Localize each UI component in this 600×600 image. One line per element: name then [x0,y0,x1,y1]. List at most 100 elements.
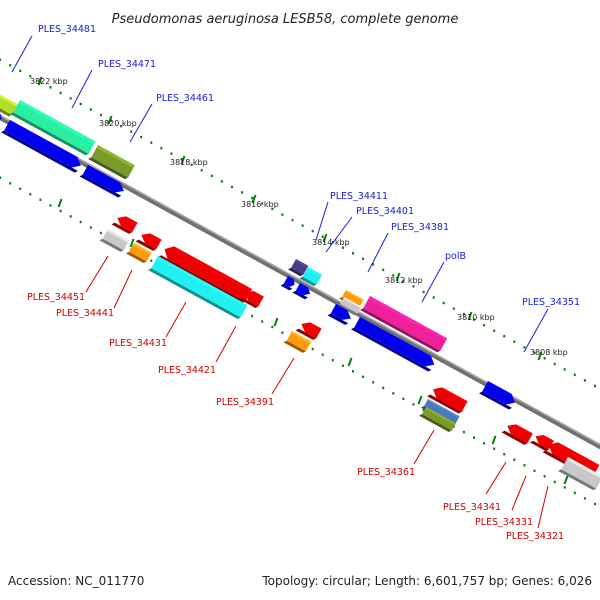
tick-mark [362,257,365,260]
gene-label: PLES_34391 [216,397,274,408]
gene-feature[interactable] [125,242,152,264]
gene-feature[interactable] [336,296,362,316]
gene-feature[interactable] [351,316,437,372]
gene-feature[interactable] [79,164,127,198]
gene-feature[interactable] [99,228,130,253]
tick-mark [59,91,62,95]
gene-feature[interactable] [501,420,533,446]
gene-label: PLES_34381 [391,222,449,233]
tick-mark [442,301,445,305]
tick-mark [382,268,385,272]
tick-mark [281,213,284,216]
tick-mark [69,97,72,100]
major-tick [129,238,135,248]
gene-feature[interactable] [1,119,84,174]
gene-feature[interactable] [88,144,135,180]
gene-feature[interactable] [360,295,448,353]
major-tick [467,311,473,321]
gene-feature[interactable] [111,212,138,235]
tick-mark [69,215,72,218]
map-title: Pseudomonas aeruginosa LESB58, complete … [112,12,459,27]
major-tick [180,155,186,165]
gene-label: PLES_34421 [158,365,216,376]
gene-feature[interactable] [239,287,264,309]
gene-feature[interactable] [292,282,312,300]
gene-label: PLES_34321 [506,531,564,542]
major-tick [417,395,423,405]
major-tick [57,198,63,208]
tick-mark [251,196,254,200]
tick-mark [372,381,375,384]
gene-feature[interactable] [295,318,322,341]
gene-label: PLES_34461 [156,93,214,104]
tick-mark [120,124,123,128]
gene-label: polB [445,251,466,262]
gene-feature[interactable] [287,258,309,277]
tick-mark [392,392,395,395]
tick-mark [352,252,354,255]
major-tick [395,272,401,282]
tick-mark [493,329,496,332]
tick-mark [29,193,32,196]
gene-label: PLES_34401 [356,206,414,217]
gene-label: PLES_34411 [330,191,388,202]
tick-mark [422,408,425,412]
gene-label: PLES_34441 [56,308,114,319]
gene-feature[interactable] [283,330,312,354]
tick-mark [594,384,596,388]
gene-feature[interactable] [479,380,518,410]
tick-mark [523,464,526,467]
gene-feature[interactable] [418,406,456,433]
tick-mark [9,182,12,185]
tick-mark [412,403,415,406]
gene-feature[interactable] [280,275,296,291]
tick-mark [382,386,385,390]
scale-label: 3812 kbp [385,276,423,285]
tick-mark [543,475,546,478]
tick-mark [261,320,264,323]
gene-feature[interactable] [529,431,554,452]
gene-label: PLES_34431 [109,338,167,349]
gene-label: PLES_34471 [98,59,156,70]
gene-feature[interactable] [327,303,354,326]
gene-label: PLES_34331 [475,517,533,528]
gene-feature[interactable] [558,456,600,491]
tick-mark [533,469,536,472]
major-tick [322,233,328,243]
tick-mark [241,191,244,194]
tick-mark [513,340,516,343]
tick-mark [483,324,486,327]
tick-mark [553,480,556,484]
tick-mark [130,130,133,133]
tick-mark [49,86,52,89]
major-tick [537,351,543,361]
tick-mark [473,318,475,321]
tick-mark [503,453,506,456]
tick-mark [150,141,153,144]
tick-mark [583,497,586,500]
tick-mark [513,458,516,461]
tick-mark [160,147,163,150]
tick-mark [483,442,486,445]
tick-mark [39,198,42,201]
scale-label: 3814 kbp [312,238,350,247]
tick-mark [341,246,344,249]
gene-feature[interactable] [0,87,18,117]
tick-mark [523,346,526,349]
tick-mark [553,362,556,366]
tick-mark [190,163,193,166]
tick-mark [563,368,566,371]
gene-label: PLES_34361 [357,467,415,478]
gene-feature[interactable] [135,229,162,252]
gene-feature[interactable] [10,99,96,156]
major-tick [273,317,279,327]
gene-feature[interactable] [427,383,468,414]
gene-feature[interactable] [148,255,248,320]
scale-label: 3822 kbp [30,77,68,86]
gene-feature[interactable] [158,242,253,304]
scale-label: 3820 kbp [99,119,137,128]
gene-label: PLES_34351 [522,297,580,308]
gene-feature[interactable] [299,266,323,287]
tick-mark [462,430,465,434]
